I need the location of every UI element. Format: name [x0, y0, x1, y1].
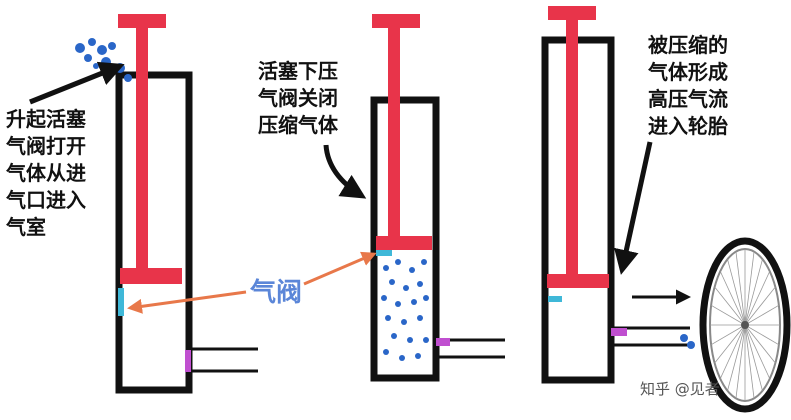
air-particle-icon [423, 337, 429, 343]
arrow-icon [127, 290, 247, 314]
air-particle-icon [381, 295, 387, 301]
air-particle-icon [84, 54, 92, 62]
air-particle-icon [383, 349, 389, 355]
wheel-spoke [744, 324, 780, 346]
inlet-valve-middle [436, 338, 450, 346]
air-particle-icon [421, 259, 427, 265]
air-particle-icon [88, 38, 96, 46]
air-particle-icon [407, 337, 413, 343]
label-output-step: 被压缩的 气体形成 高压气流 进入轮胎 [648, 33, 728, 138]
piston-head-right [547, 274, 609, 288]
air-particle-icon [680, 334, 688, 342]
air-particle-icon [687, 341, 695, 349]
wheel-spoke [727, 324, 746, 391]
pump-left [75, 14, 258, 394]
air-particle-icon [108, 42, 116, 50]
wheel-spoke [744, 324, 776, 364]
air-particle-icon [93, 63, 99, 69]
wheel-spoke [714, 324, 746, 364]
air-particle-icon [124, 74, 132, 82]
pump-middle [370, 14, 505, 382]
air-particle-icon [101, 57, 111, 67]
wheel-spoke [744, 286, 776, 326]
wheel-spoke [719, 324, 746, 379]
wheel-spoke [727, 259, 746, 326]
air-particle-icon [415, 353, 421, 359]
wheel-spoke [744, 259, 763, 326]
piston-valve-middle [376, 250, 392, 256]
arrow-icon [614, 141, 653, 275]
wheel-spoke [744, 271, 771, 326]
outlet-tube-left [185, 347, 258, 373]
air-particle-icon [385, 315, 391, 321]
wheel-spoke [744, 251, 755, 326]
wheel-spoke [710, 304, 746, 326]
air-particle-icon [389, 279, 395, 285]
inlet-valve-right [611, 328, 627, 336]
air-particle-icon [417, 281, 423, 287]
wheel-spoke [744, 304, 780, 326]
watermark: 知乎 @见者 [640, 380, 720, 398]
air-particle-icon [411, 299, 417, 305]
piston-valve-left [118, 288, 124, 316]
piston-handle-middle [372, 14, 420, 28]
outlet-tube-right [611, 326, 695, 349]
air-particle-icon [399, 355, 405, 361]
air-particle-icon [409, 267, 415, 273]
wheel-spoke [744, 324, 755, 399]
wheel-spoke [744, 324, 771, 379]
wheel-spoke [719, 271, 746, 326]
air-particle-icon [417, 315, 423, 321]
piston-rod-middle [388, 26, 400, 246]
arrow-icon [29, 61, 125, 105]
arrow-icon [323, 144, 367, 199]
piston-head-middle [376, 236, 432, 250]
piston-rod-left [136, 26, 148, 278]
compressed-air-middle [381, 259, 429, 361]
label-compress-step: 活塞下压 气阀关闭 压缩气体 [258, 59, 338, 137]
air-particle-icon [401, 319, 407, 325]
inlet-valve-left [185, 350, 191, 372]
wheel-spoke [735, 251, 746, 326]
outlet-tube-middle [436, 338, 505, 359]
air-particle-icon [391, 333, 397, 339]
air-particle-icon [75, 43, 85, 53]
label-valve: 气阀 [250, 278, 303, 308]
air-particle-icon [395, 301, 401, 307]
piston-handle-right [548, 6, 596, 20]
air-particle-icon [403, 285, 409, 291]
wheel-spoke [744, 324, 763, 391]
wheel-spoke [735, 324, 746, 399]
piston-handle-left [118, 14, 166, 28]
air-particle-icon [395, 259, 401, 265]
wheel-spoke [714, 286, 746, 326]
bicycle-wheel-icon [699, 237, 791, 413]
pump-right [541, 6, 695, 384]
label-intake-step: 升起活塞 气阀打开 气体从进 气口进入 气室 [6, 107, 86, 239]
piston-valve-right [548, 296, 562, 302]
cylinder-left [115, 71, 193, 394]
arrow-icon [303, 251, 377, 286]
air-particle-icon [423, 295, 429, 301]
piston-rod-right [566, 18, 578, 280]
air-particle-icon [383, 265, 389, 271]
wheel-spoke [710, 324, 746, 346]
air-particle-icon [97, 45, 107, 55]
piston-head-left [120, 268, 182, 284]
pointer-arrows [29, 61, 653, 314]
cylinder-middle [370, 96, 440, 382]
wheel-hub [741, 321, 749, 329]
